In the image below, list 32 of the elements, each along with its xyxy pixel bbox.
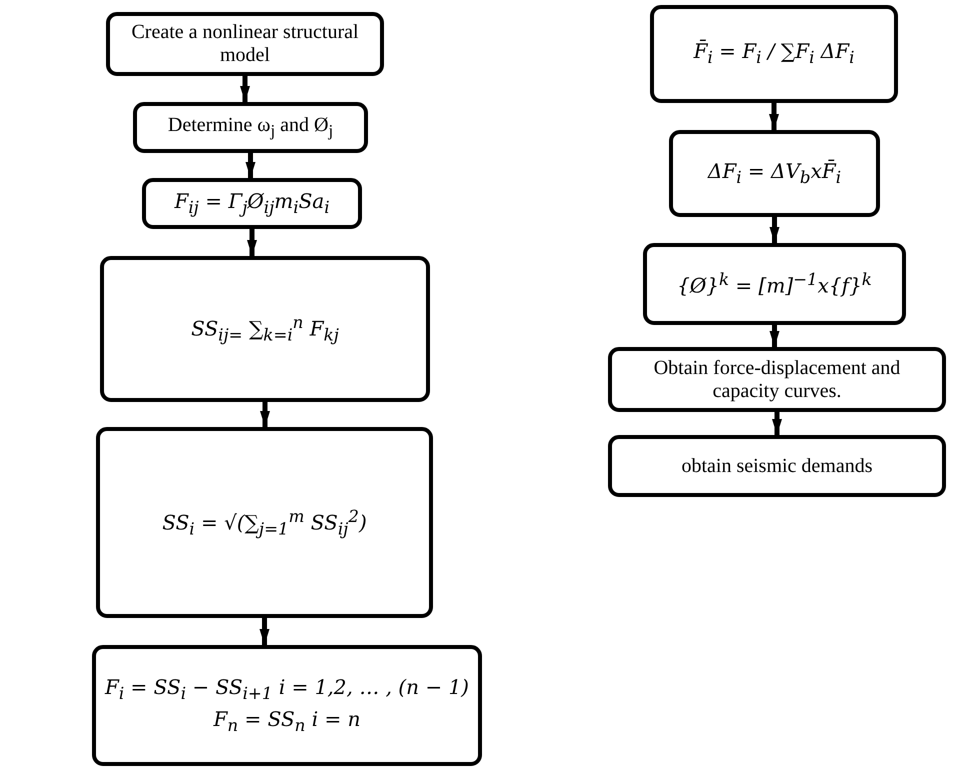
formula-text: {Ø}$^{k}$ = [m]$^{−1}$x{f}$^{k}$ xyxy=(677,270,872,298)
flow-arrow xyxy=(770,217,780,243)
process-box xyxy=(96,427,433,618)
flow-arrow xyxy=(260,618,270,645)
process-box xyxy=(608,435,946,497)
process-box xyxy=(100,256,430,402)
process-box xyxy=(650,5,898,103)
formula-text: SS$_{ij=}$ ∑$_{k=i}$$^{n}$ F$_{kj}$ xyxy=(191,313,339,345)
formula-text: F$_{i}$ = SS$_{i}$ − SS$_{i+1}$ i = 1,2, … , (n − 1) xyxy=(104,676,469,704)
process-box xyxy=(669,130,880,217)
formula-text: ΔF$_{i}$ = ΔV$_{b}$xF̄$_{i}$ xyxy=(708,160,842,188)
flow-arrow xyxy=(772,412,782,435)
flow-arrow xyxy=(246,153,256,178)
flow-arrow xyxy=(240,76,250,102)
flow-arrow xyxy=(770,325,780,347)
process-box xyxy=(643,243,906,325)
formula-text: F$_{n}$ = SS$_{n}$ i = n xyxy=(214,708,360,735)
step-text: Obtain force-displacement and capacity curves. xyxy=(652,356,902,402)
step-text: Determine ω$_{j}$ and Ø$_{j}$ xyxy=(168,114,334,141)
process-box xyxy=(133,102,368,153)
process-box xyxy=(92,645,482,766)
process-box xyxy=(142,178,362,229)
flow-arrow xyxy=(260,402,270,427)
process-box xyxy=(608,347,946,412)
formula-text: SS$_{i}$ = √(∑$_{j=1}$$^{m}$ SS$_{ij}$$^{2}$) xyxy=(162,506,367,538)
formula-text: F̄$_{i}$ = F$_{i}$ / ∑F$_{i}$ ΔF$_{i}$ xyxy=(694,40,854,68)
step-text: obtain seismic demands xyxy=(681,454,873,478)
flow-arrow xyxy=(769,103,779,130)
flow-arrow xyxy=(247,229,257,256)
step-text: Create a nonlinear structural model xyxy=(130,21,360,67)
process-box xyxy=(106,12,384,76)
formula-text: F$_{ij}$ = Γ$_{j}$Ø$_{ij}$m$_{i}$Sa$_{i}$ xyxy=(174,190,330,218)
